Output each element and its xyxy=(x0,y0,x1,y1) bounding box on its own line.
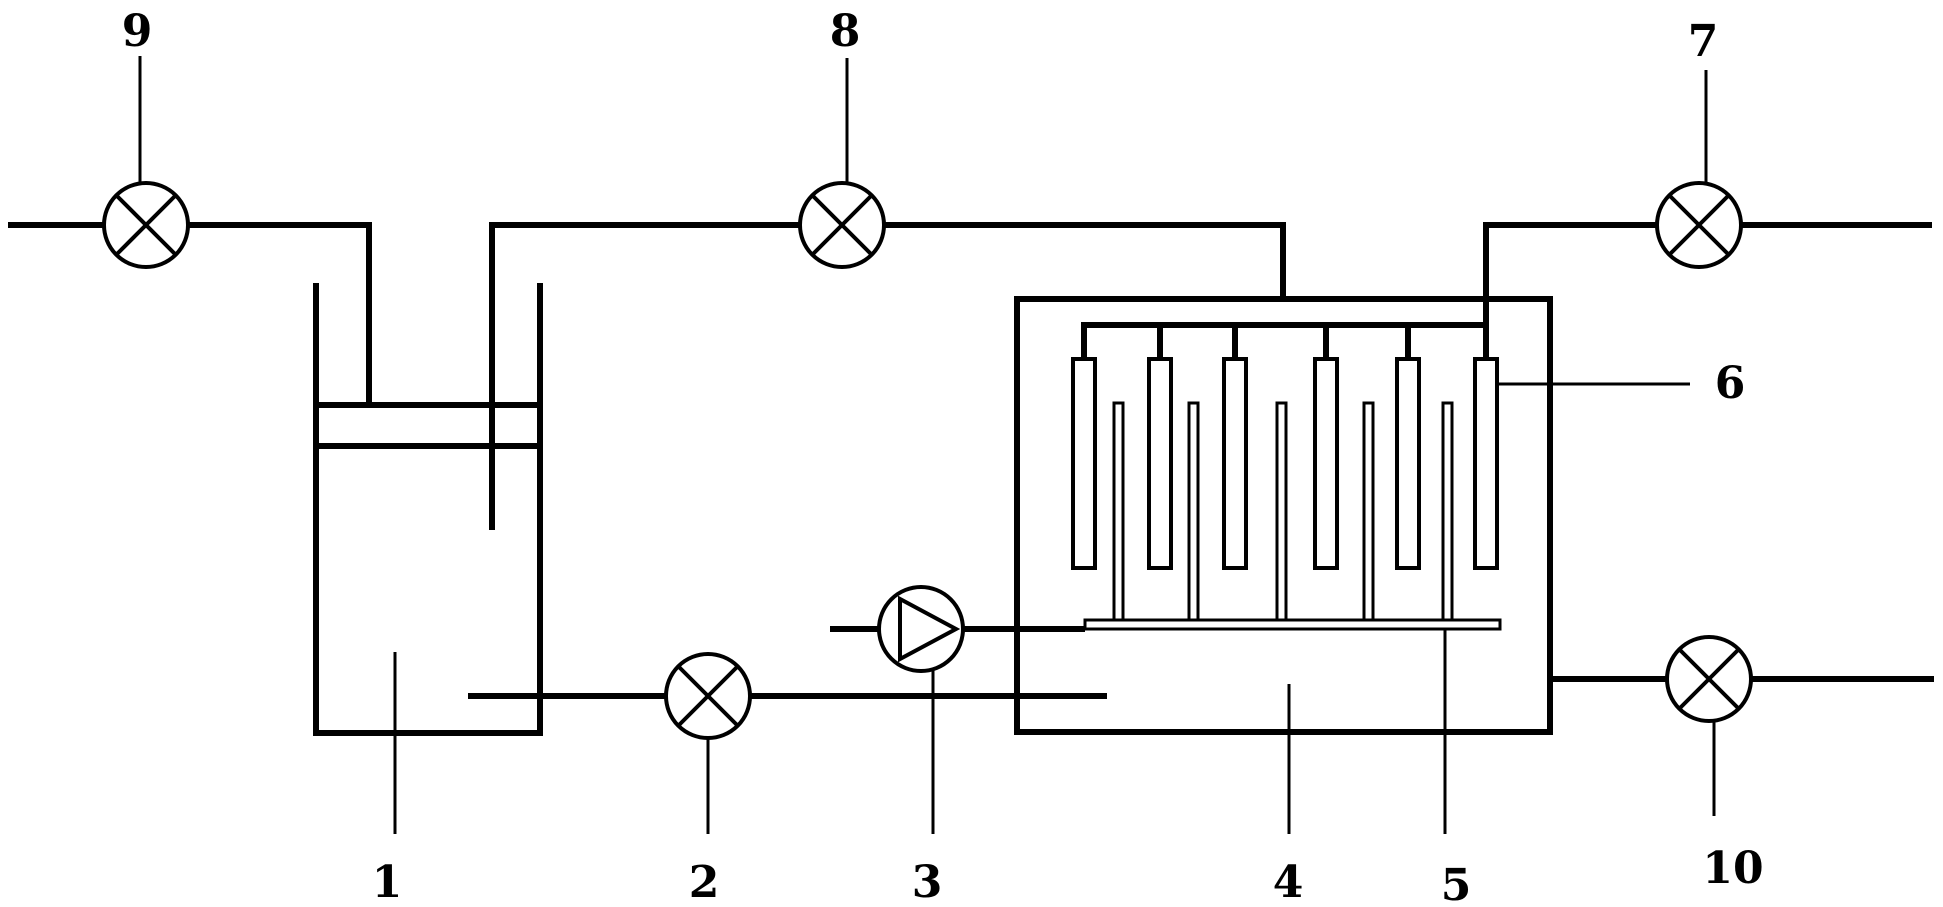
label-6: 6 xyxy=(1715,358,1746,409)
label-2: 2 xyxy=(689,857,720,907)
membrane-module xyxy=(1222,357,1248,570)
label-1: 1 xyxy=(372,857,403,907)
outlet-line-valve-7 xyxy=(1483,222,1932,359)
aerator-pipe xyxy=(1083,618,1502,631)
membrane-module xyxy=(1313,357,1339,570)
label-7: 7 xyxy=(1688,16,1719,67)
aerator-riser xyxy=(1275,401,1288,622)
valve-10-icon xyxy=(1665,635,1753,723)
aerator-riser xyxy=(1187,401,1200,622)
line-tank-to-valve-8 xyxy=(489,222,1286,530)
tank-1 xyxy=(313,283,543,736)
membrane-module xyxy=(1147,357,1173,570)
valve-2-icon xyxy=(664,652,752,740)
pump-3-icon xyxy=(877,585,965,673)
aerator-riser xyxy=(1362,401,1375,622)
aerator-riser xyxy=(1441,401,1454,622)
valve-9-icon xyxy=(102,181,190,269)
aerator-riser xyxy=(1112,401,1125,622)
valve-7-icon xyxy=(1655,181,1743,269)
membrane-module xyxy=(1395,357,1421,570)
membrane-module xyxy=(1473,357,1499,570)
module-header xyxy=(1081,322,1486,359)
membrane-module xyxy=(1071,357,1097,570)
reactor-4 xyxy=(1014,296,1553,735)
label-5: 5 xyxy=(1441,860,1472,907)
label-9: 9 xyxy=(122,6,153,57)
label-10: 10 xyxy=(1702,843,1763,894)
valve-8-icon xyxy=(798,181,886,269)
label-8: 8 xyxy=(830,6,861,57)
inlet-line-valve-9 xyxy=(8,222,372,405)
label-4: 4 xyxy=(1273,857,1304,907)
label-3: 3 xyxy=(912,857,943,907)
